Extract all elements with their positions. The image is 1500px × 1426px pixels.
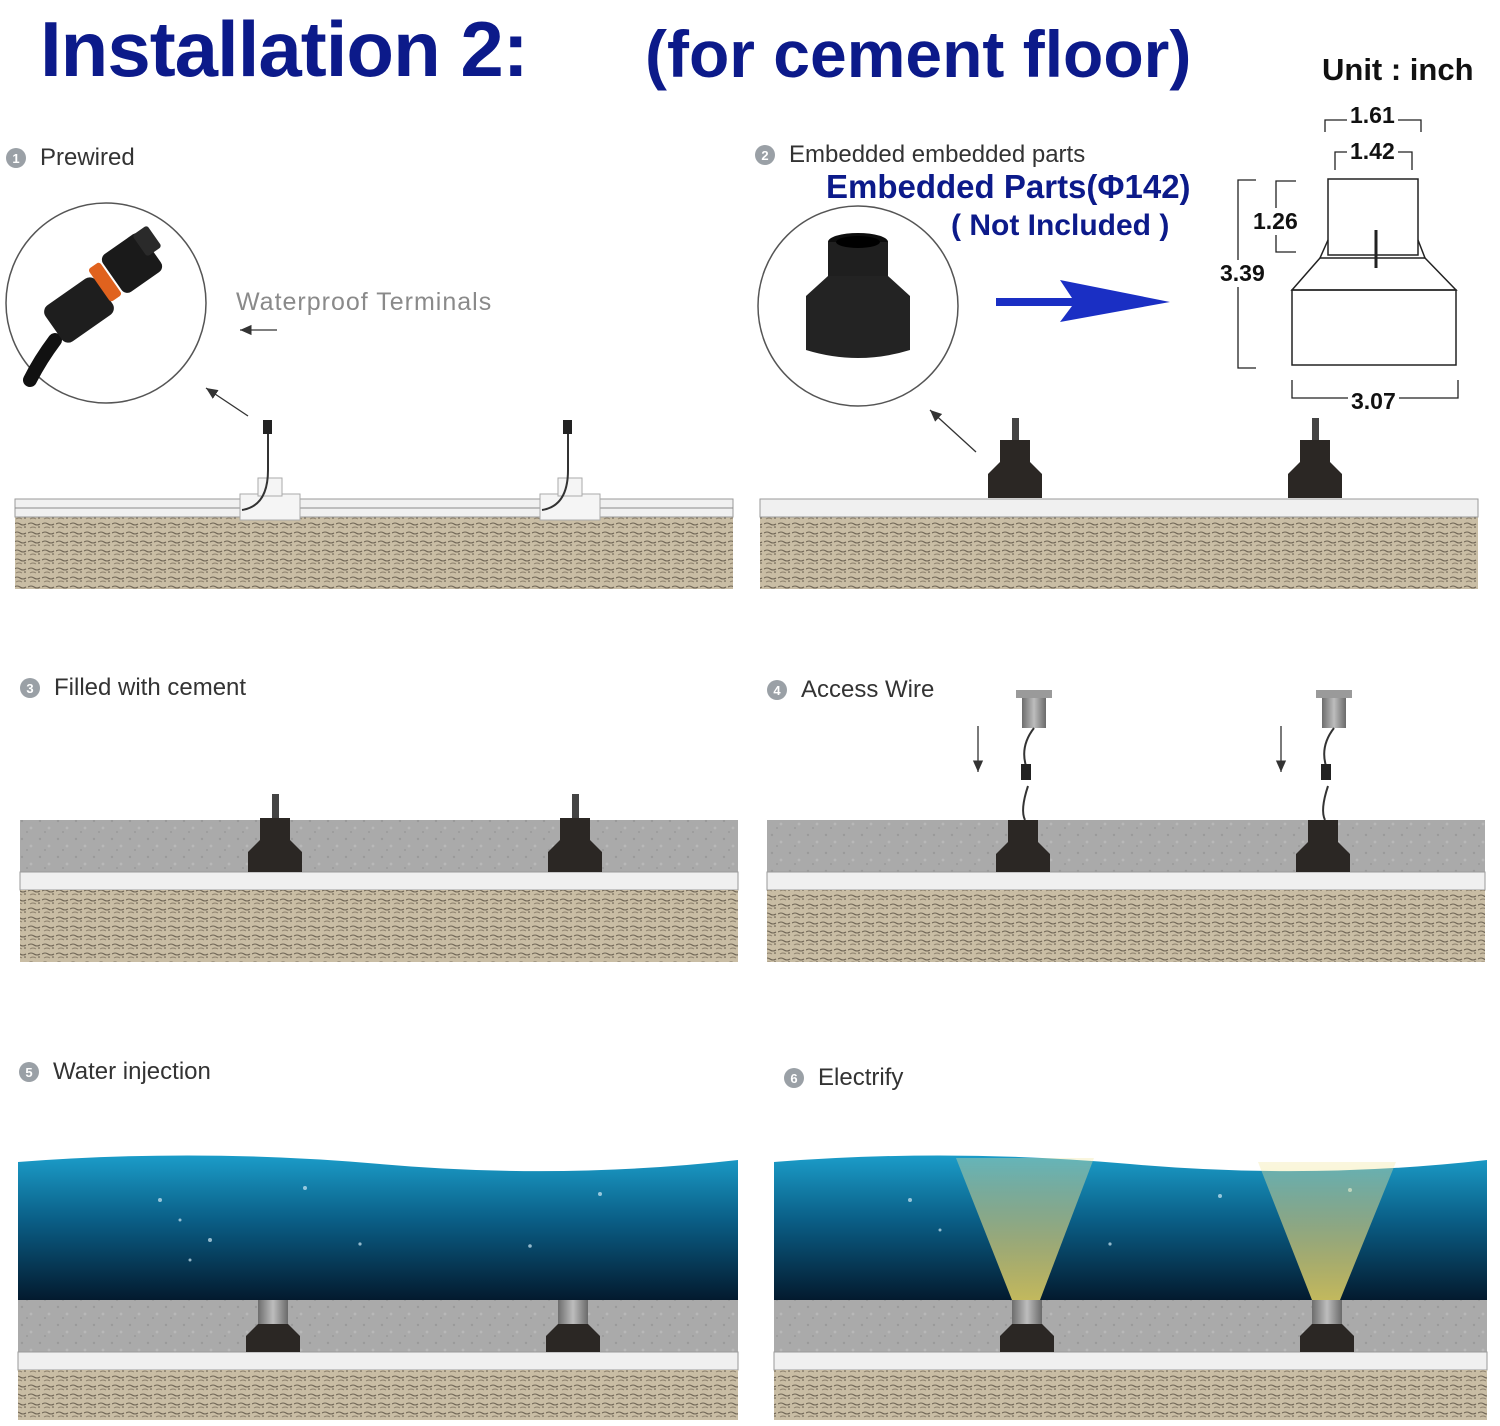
panel-water-injection <box>17 1155 739 1420</box>
step-text: Access Wire <box>801 676 935 703</box>
photo-arrow <box>205 387 249 417</box>
light-fixture-icon <box>1296 690 1352 872</box>
pipe-conduit <box>19 871 739 891</box>
light-fixture-icon <box>1000 1300 1054 1352</box>
step-1-label: 1 Prewired <box>6 144 135 172</box>
embedded-part <box>248 794 302 872</box>
panel-access-wire <box>766 690 1486 962</box>
step-number-badge: 3 <box>20 678 40 698</box>
step-5-label: 5 Water injection <box>19 1058 211 1086</box>
cement-layer <box>18 1300 738 1352</box>
dim-top-inner: 1.42 <box>1347 138 1398 165</box>
soil-layer <box>760 517 1478 589</box>
waterproof-terminals-label: Waterproof Terminals <box>236 288 493 316</box>
panel-electrify <box>773 1155 1488 1420</box>
embedded-part <box>548 794 602 872</box>
step-number-badge: 4 <box>767 680 787 700</box>
dim-base-width: 3.07 <box>1348 388 1399 415</box>
soil-layer <box>20 890 738 962</box>
photo-arrow <box>929 409 977 453</box>
embedded-part <box>1288 418 1342 498</box>
soil-layer <box>767 890 1485 962</box>
step-number-badge: 5 <box>19 1062 39 1082</box>
panel-filled-cement <box>19 794 739 962</box>
panel-embedded <box>757 205 1479 589</box>
pipe-conduit <box>773 1351 1488 1371</box>
step-text: Water injection <box>53 1058 211 1085</box>
soil-layer <box>15 517 733 589</box>
panel-prewired <box>5 202 734 589</box>
step-text: Filled with cement <box>54 674 247 701</box>
step-text: Embedded embedded parts <box>789 141 1086 168</box>
cement-layer <box>20 820 738 872</box>
pipe-tee <box>239 420 301 521</box>
step-4-label: 4 Access Wire <box>767 676 934 704</box>
embedded-part-photo <box>757 205 959 407</box>
step-number-badge: 6 <box>784 1068 804 1088</box>
page-title: Installation 2: <box>40 5 529 93</box>
connector-photo <box>5 202 207 404</box>
embedded-part <box>988 418 1042 498</box>
unit-label: Unit : inch <box>1322 52 1474 87</box>
pipe-conduit <box>759 498 1479 518</box>
dim-top-outer: 1.61 <box>1347 102 1398 129</box>
dim-total-height: 3.39 <box>1217 260 1268 287</box>
light-fixture-icon <box>246 1300 300 1352</box>
water-layer <box>18 1155 738 1300</box>
not-included-label: ( Not Included ) <box>951 209 1170 242</box>
dim-upper-height: 1.26 <box>1250 208 1301 235</box>
cement-layer <box>774 1300 1487 1352</box>
pipe-conduit <box>766 871 1486 891</box>
step-6-label: 6 Electrify <box>784 1064 903 1092</box>
light-fixture-icon <box>996 690 1052 872</box>
blue-arrow-icon <box>996 280 1170 322</box>
light-fixture-icon <box>546 1300 600 1352</box>
step-2-label: 2 Embedded embedded parts <box>755 141 1085 169</box>
light-beam <box>956 1158 1094 1300</box>
page-subtitle: (for cement floor) <box>645 17 1192 91</box>
step-3-label: 3 Filled with cement <box>20 674 246 702</box>
pipe-tee <box>539 420 601 521</box>
step-text: Prewired <box>40 144 135 171</box>
step-text: Electrify <box>818 1064 904 1091</box>
step-number-badge: 2 <box>755 145 775 165</box>
soil-layer <box>18 1370 738 1420</box>
light-fixture-icon <box>1300 1300 1354 1352</box>
pipe-conduit <box>17 1351 739 1371</box>
embedded-parts-label: Embedded Parts(Φ142) <box>826 168 1191 205</box>
cement-layer <box>767 820 1485 872</box>
step-number-badge: 1 <box>6 148 26 168</box>
light-beam <box>1258 1162 1396 1300</box>
soil-layer <box>774 1370 1487 1420</box>
